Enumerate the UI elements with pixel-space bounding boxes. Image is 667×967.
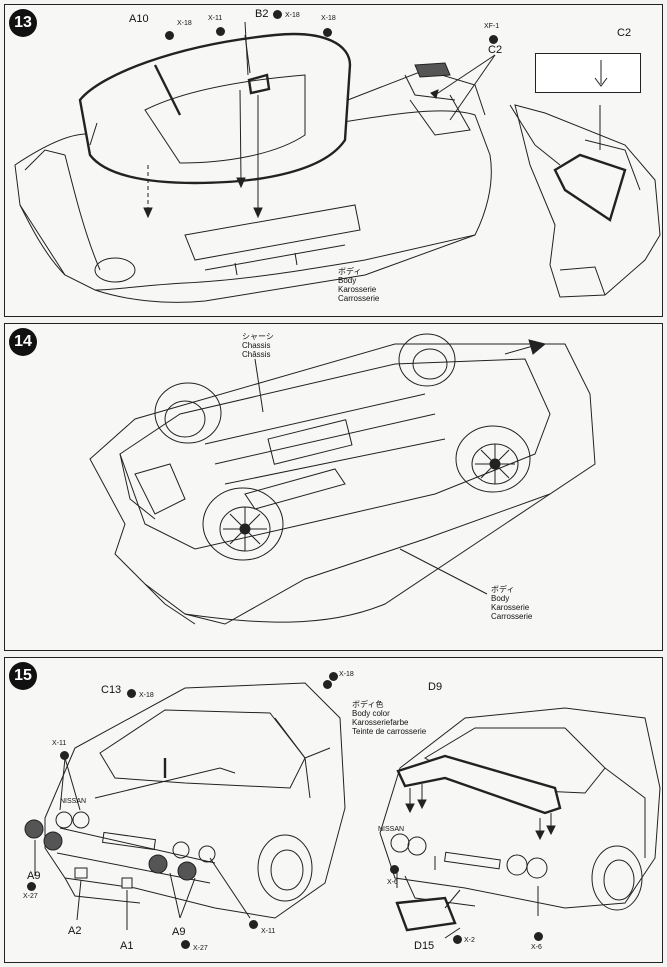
taillight-a9-right-outer xyxy=(177,861,197,881)
screw-icon xyxy=(534,932,543,941)
part-a1 xyxy=(121,877,133,889)
label-x18: X-18 xyxy=(339,671,354,678)
roof-inner-window xyxy=(144,74,306,164)
screw-icon xyxy=(216,27,225,36)
label-x11: X-11 xyxy=(52,740,67,747)
exhaust-arrow xyxy=(528,339,547,355)
rear-deck xyxy=(334,69,486,116)
body-label: ボディ Body Karosserie Carrosserie xyxy=(491,585,533,621)
screw-icon xyxy=(127,689,136,698)
label-xf1: XF-1 xyxy=(484,23,500,30)
label-a2: A2 xyxy=(68,925,82,937)
step-15-panel: 15 xyxy=(4,657,663,963)
label-x27: X-27 xyxy=(193,945,208,952)
rear-badge xyxy=(414,62,451,78)
label-x11: X-11 xyxy=(261,928,276,935)
chassis-outline xyxy=(119,358,551,550)
step-number-badge: 14 xyxy=(9,328,37,356)
part-a2 xyxy=(74,867,88,879)
spoiler-d9 xyxy=(396,754,562,815)
label-x6: X-6 xyxy=(531,944,542,951)
front-bumper-detail xyxy=(134,463,186,515)
body-color-label: ボディ色 Body color Karosseriefarbe Teinte d… xyxy=(352,700,427,736)
detail-inset-box xyxy=(535,53,641,93)
body-lower-edge xyxy=(94,234,476,303)
inset-rear-body xyxy=(514,104,661,298)
label-x11: X-11 xyxy=(208,15,223,22)
roof-part-a10 xyxy=(78,32,352,185)
body-label: ボディ Body Karosserie Carrosserie xyxy=(338,267,380,303)
label-a9: A9 xyxy=(27,870,41,882)
screw-icon xyxy=(165,31,174,40)
door-sill xyxy=(184,204,361,261)
left-rear-window xyxy=(99,709,306,789)
label-a10: A10 xyxy=(129,13,149,25)
chassis-label: シャーシ Chassis Châssis xyxy=(242,332,274,359)
body-leader xyxy=(399,548,488,595)
left-skyline-badge xyxy=(101,831,157,851)
label-x2: X-2 xyxy=(464,937,475,944)
right-skyline-badge xyxy=(444,851,501,870)
screw-icon xyxy=(453,935,462,944)
screw-icon xyxy=(329,672,338,681)
wiper-line xyxy=(94,767,236,799)
wheel-rear-right xyxy=(455,425,531,493)
license-plate-d15 xyxy=(395,896,457,932)
step-number-badge: 15 xyxy=(9,662,37,690)
step-14-drawing xyxy=(89,333,596,625)
drive-shaft xyxy=(244,468,346,510)
screw-icon xyxy=(60,751,69,760)
nissan-emblem-left: NISSAN xyxy=(60,798,87,805)
wheel-rear-left xyxy=(398,333,456,387)
screw-icon xyxy=(249,920,258,929)
inset-c2-part xyxy=(553,153,627,222)
label-x18: X-18 xyxy=(177,20,192,27)
label-a9: A9 xyxy=(172,926,186,938)
label-c2: C2 xyxy=(488,44,503,56)
screw-icon xyxy=(489,35,498,44)
right-car-body xyxy=(379,707,661,909)
nissan-emblem-right: NISSAN xyxy=(378,826,405,833)
label-x18: X-18 xyxy=(285,12,300,19)
chassis-leader xyxy=(254,358,264,413)
label-x6: X-6 xyxy=(387,879,398,886)
wheel-arch-front xyxy=(94,257,136,283)
label-d15: D15 xyxy=(414,940,435,952)
taillight-a9-right-inner xyxy=(148,854,168,874)
step-number-badge: 13 xyxy=(9,9,37,37)
wheel-front-right xyxy=(202,487,284,561)
screw-icon xyxy=(323,28,332,37)
taillight-a9-left-inner xyxy=(43,831,63,851)
label-x27: X-27 xyxy=(23,893,38,900)
part-b2 xyxy=(247,73,271,95)
label-c2-inset: C2 xyxy=(617,27,632,39)
label-a1: A1 xyxy=(120,940,134,952)
step-13-panel: 13 xyxy=(4,4,663,317)
screw-icon xyxy=(27,882,36,891)
right-rear-wheel xyxy=(591,845,643,911)
screw-icon xyxy=(181,940,190,949)
label-d9: D9 xyxy=(428,681,443,693)
step-15-drawing xyxy=(24,682,661,939)
taillight-a9-left-outer xyxy=(24,819,44,839)
label-c13: C13 xyxy=(101,684,122,696)
body-outline xyxy=(89,343,596,625)
rear-light-housing xyxy=(409,94,471,136)
screw-icon xyxy=(390,865,399,874)
left-rear-wheel xyxy=(257,834,313,902)
wheel-front-left xyxy=(154,382,222,444)
fuel-tank xyxy=(267,419,353,465)
screw-icon xyxy=(323,680,332,689)
label-x18: X-18 xyxy=(321,15,336,22)
step-14-panel: 14 xyxy=(4,323,663,651)
label-b2: B2 xyxy=(255,8,269,20)
screw-icon xyxy=(273,10,282,19)
label-x18: X-18 xyxy=(139,692,154,699)
step-13-drawing xyxy=(14,21,661,303)
left-car-body xyxy=(44,682,346,919)
